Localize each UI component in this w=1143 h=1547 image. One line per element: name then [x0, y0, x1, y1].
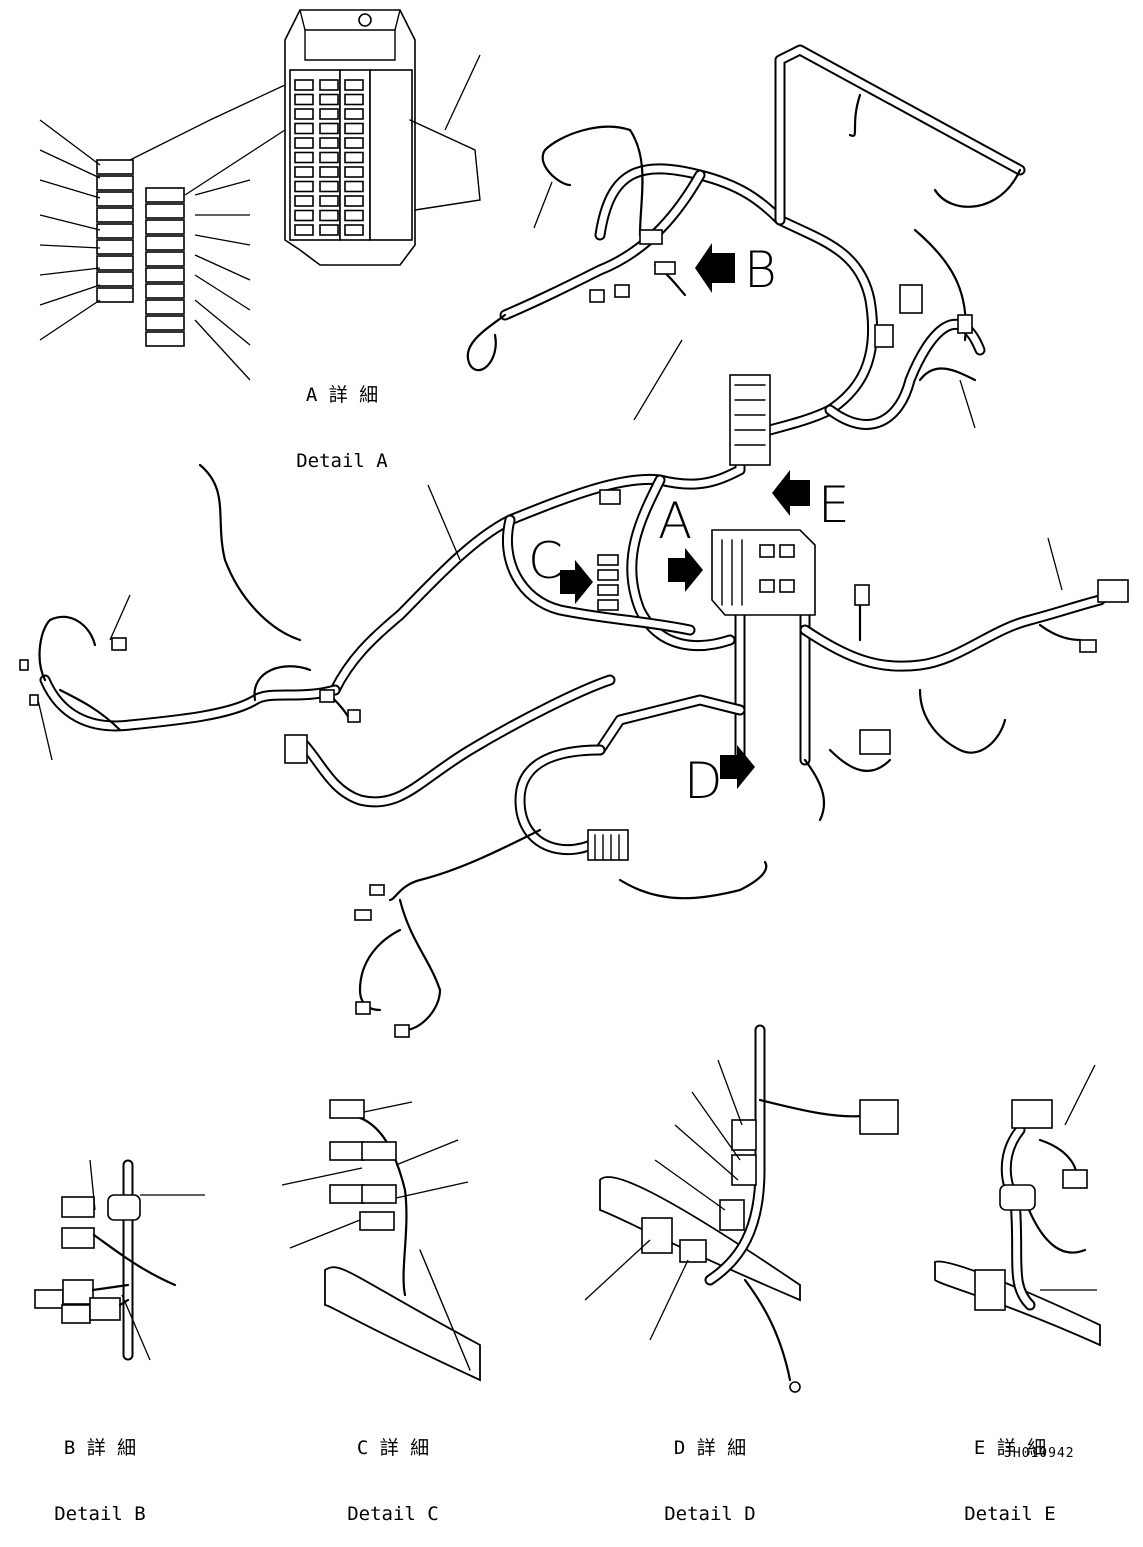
callout-e-letter: E — [818, 476, 850, 534]
arrow-d-icon — [720, 745, 755, 789]
main-fuse-box — [711, 529, 816, 616]
detail-d-title-en: Detail D — [664, 1503, 756, 1525]
detail-a-title-en: Detail A — [296, 450, 388, 472]
detail-a-fuse-box — [284, 9, 481, 266]
harness-connectors — [19, 229, 1129, 1038]
detail-c-title-en: Detail C — [347, 1503, 439, 1525]
detail-a-fuse-stacks — [96, 159, 185, 347]
main-leader-lines — [37, 181, 1063, 761]
arrow-c-icon — [560, 560, 593, 604]
detail-b-title-en: Detail B — [54, 1503, 146, 1525]
detail-d-drawing — [584, 1024, 899, 1393]
callout-a-letter: A — [658, 492, 692, 550]
callout-b-letter: B — [744, 241, 777, 299]
arrow-b-icon — [695, 243, 735, 293]
arrow-a-icon — [668, 548, 703, 592]
detail-c-title-jp: C 詳 細 — [356, 1437, 430, 1459]
detail-e-title-jp: E 詳 細 — [973, 1437, 1047, 1459]
callout-c-letter: C — [528, 532, 563, 590]
arrow-e-icon — [772, 470, 810, 516]
detail-e-drawing — [934, 1064, 1101, 1347]
detail-b-title-jp: B 詳 細 — [63, 1437, 137, 1459]
detail-e-title-en: Detail E — [964, 1503, 1056, 1525]
wiring-harness-drawing: B E A C D — [19, 9, 1129, 1393]
main-harness — [38, 44, 1106, 1032]
drawing-code: JH010942 — [1004, 1446, 1075, 1461]
callout-d-letter: D — [684, 752, 723, 810]
detail-c-drawing — [281, 1099, 481, 1382]
detail-a-title-jp: A 詳 細 — [305, 384, 379, 406]
detail-d-title-jp: D 詳 細 — [673, 1437, 747, 1459]
callout-arrows — [560, 243, 810, 789]
detail-a-leader-lines — [39, 84, 286, 381]
detail-b-drawing — [34, 1159, 205, 1361]
